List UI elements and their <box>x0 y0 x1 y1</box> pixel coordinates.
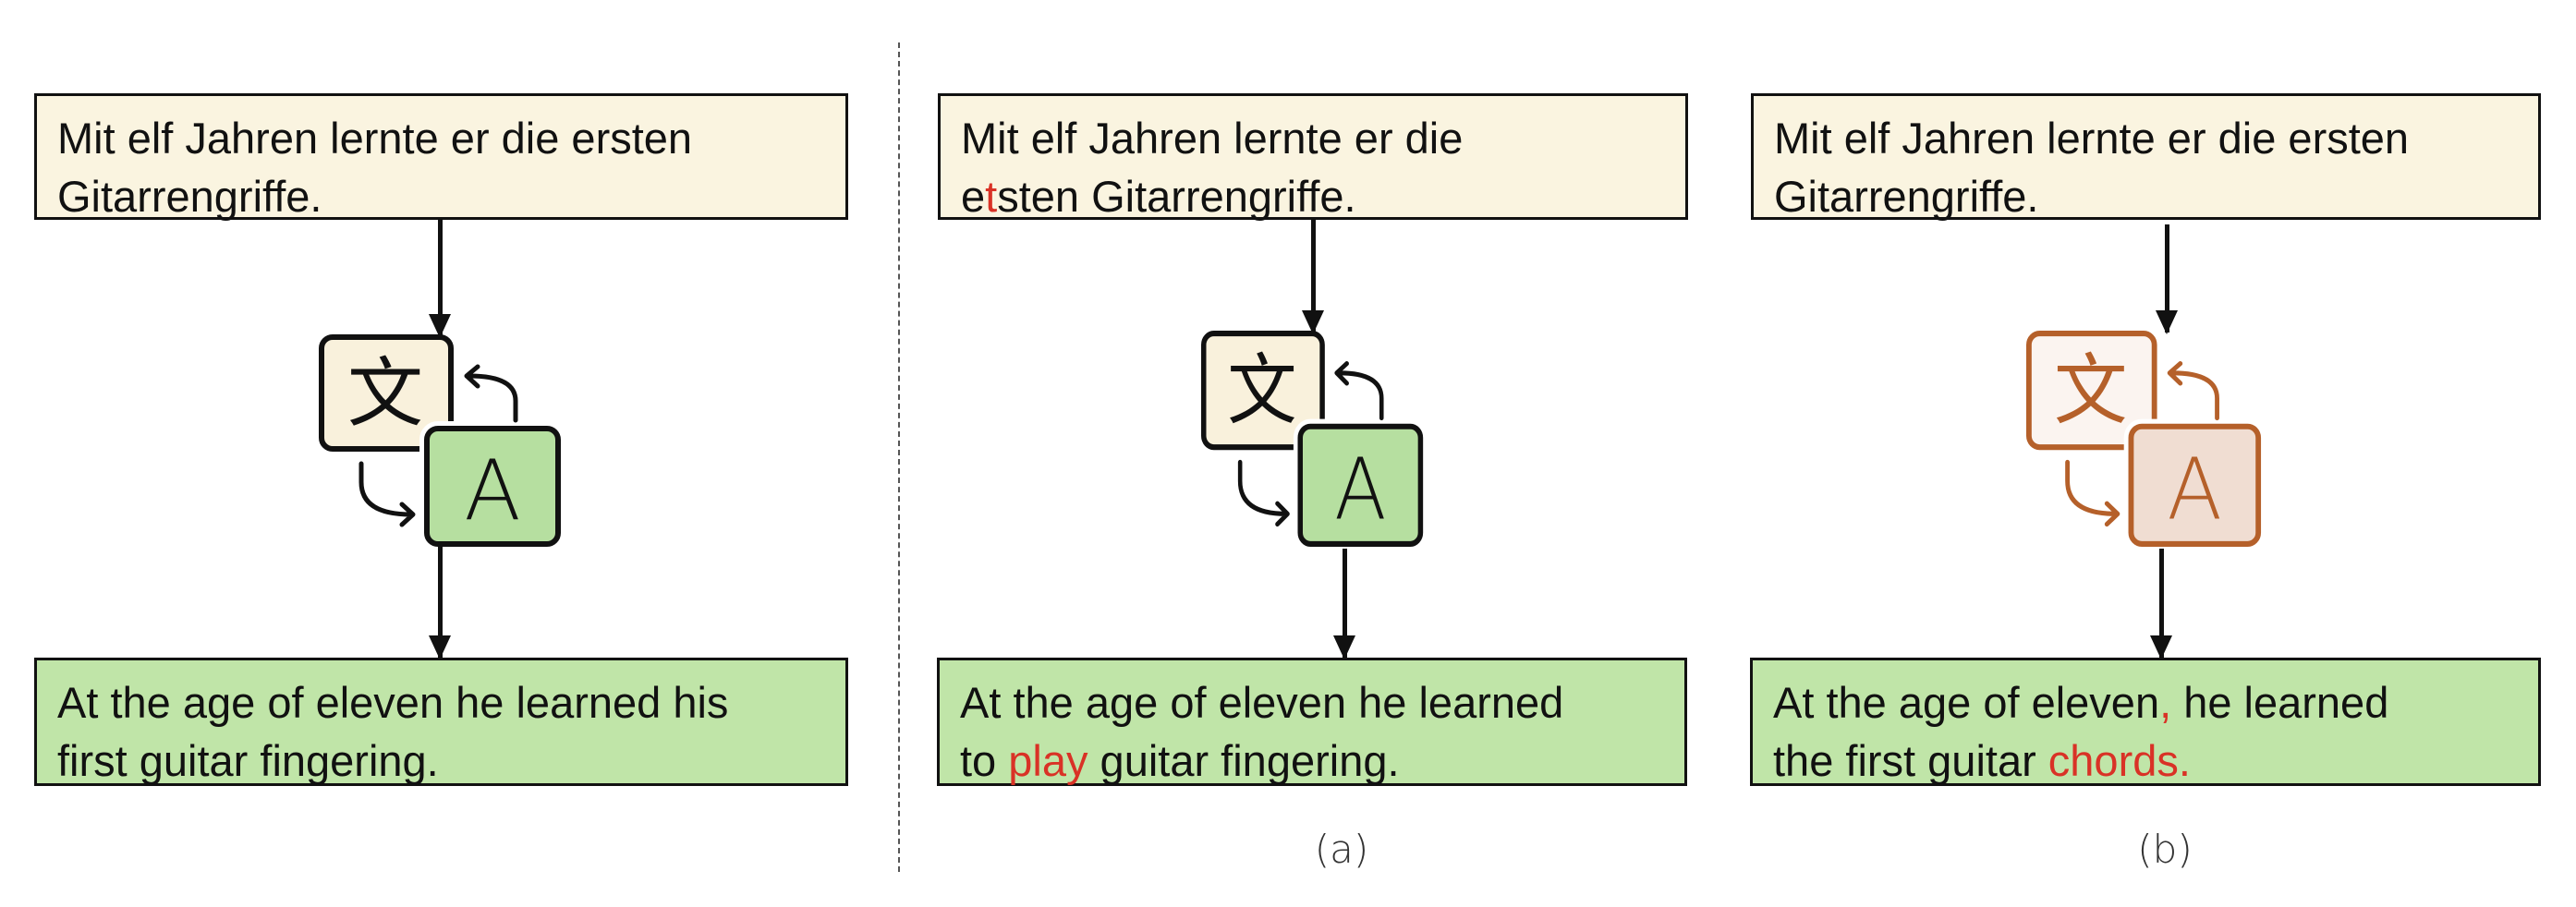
target-text: At the age of eleven he learned his <box>57 678 729 727</box>
target-text: At the age of eleven he learned <box>960 678 1564 727</box>
error-comma: , <box>2159 678 2172 727</box>
source-text: Gitarrengriffe. <box>1774 172 2039 221</box>
target-text: At the age of eleven <box>1773 678 2160 727</box>
source-sentence-box: Mit elf Jahren lernte er die ersten Gita… <box>1751 93 2541 221</box>
arrow-down <box>1302 220 1324 334</box>
source-text: e <box>961 172 986 221</box>
source-text: Mit elf Jahren lernte er die ersten <box>1774 114 2410 163</box>
source-text: Mit elf Jahren lernte er die <box>961 114 1464 163</box>
translate-icon: 文 A <box>1201 331 1425 549</box>
target-translation-box: At the age of eleven, he learned the fir… <box>1750 658 2541 786</box>
perturbed-character: t <box>985 172 998 221</box>
target-text: he learned <box>2171 678 2389 727</box>
arrow-down <box>429 220 451 338</box>
target-text: first guitar fingering. <box>57 736 439 785</box>
target-translation-box: At the age of eleven he learned his firs… <box>34 658 848 786</box>
arrow-down <box>1333 549 1355 659</box>
source-text: Mit elf Jahren lernte er die ersten <box>57 114 693 163</box>
arrow-down <box>2156 224 2178 334</box>
source-sentence-box: Mit elf Jahren lernte er die ersten Gita… <box>34 93 848 221</box>
svg-text:文: 文 <box>1227 345 1296 436</box>
source-text: Gitarrengriffe. <box>57 172 322 221</box>
target-text: to <box>960 736 1009 785</box>
error-word: chords. <box>2047 736 2191 785</box>
source-text: sten Gitarrengriffe. <box>997 172 1356 221</box>
target-text: the first guitar <box>1773 736 2048 785</box>
translate-icon-orange: 文 A <box>2026 331 2263 549</box>
svg-text:A: A <box>1334 440 1386 538</box>
error-word: play <box>1008 736 1088 785</box>
arrow-down <box>2150 549 2172 659</box>
arrow-down <box>429 547 451 659</box>
translate-icon: 文 A <box>319 334 563 549</box>
caption-a: (a) <box>1314 827 1369 872</box>
svg-text:A: A <box>464 442 521 539</box>
svg-text:A: A <box>2167 441 2222 539</box>
panel-divider <box>898 42 900 872</box>
caption-b: (b) <box>2137 827 2193 872</box>
svg-text:文: 文 <box>347 350 423 438</box>
source-sentence-box: Mit elf Jahren lernte er die etsten Gita… <box>938 93 1688 221</box>
target-text: guitar fingering. <box>1088 736 1400 785</box>
target-translation-box: At the age of eleven he learned to play … <box>937 658 1687 786</box>
svg-text:文: 文 <box>2054 346 2128 436</box>
